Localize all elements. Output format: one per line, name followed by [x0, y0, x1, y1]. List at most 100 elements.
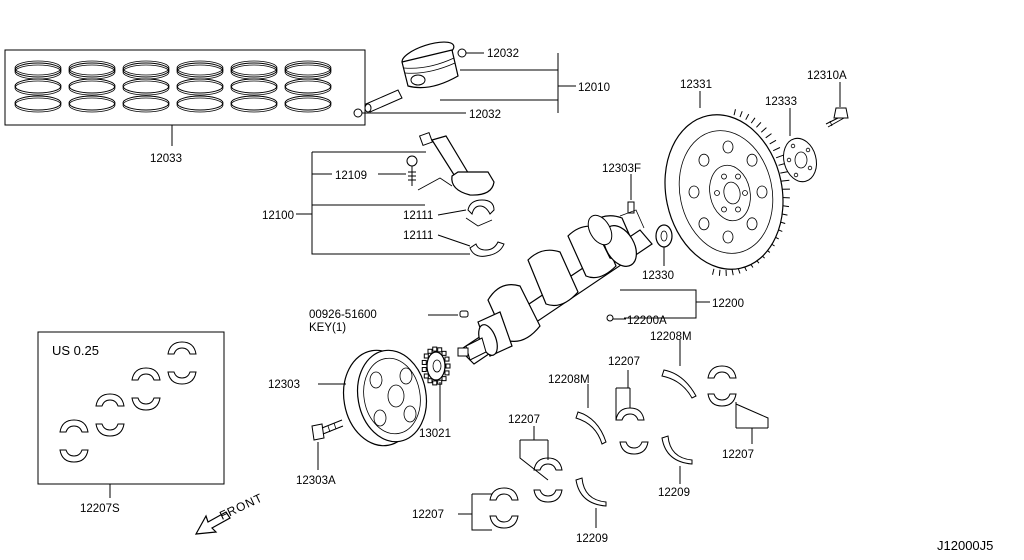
piston-ring	[176, 95, 224, 113]
piston-ring	[176, 78, 224, 96]
undersize-bearing-set[interactable]: US 0.25	[37, 331, 225, 485]
connecting-rod[interactable]	[406, 131, 505, 257]
ring-gear-tooth	[745, 113, 750, 120]
crank-sprocket[interactable]	[421, 346, 451, 386]
flywheel-bolt-hole	[721, 173, 727, 180]
piston-ring	[284, 60, 332, 80]
label-main-bearing-2: 12207	[608, 356, 640, 368]
label-flywheel-plate: 12333	[765, 96, 797, 108]
flywheel[interactable]	[651, 104, 797, 281]
bearing-shell	[167, 371, 197, 385]
flywheel-hole	[746, 153, 758, 167]
label-main-bearing-1: 12207	[508, 414, 540, 426]
ring-gear-tooth	[756, 122, 762, 128]
ring-gear-tooth	[731, 269, 734, 276]
ring-gear-tooth	[718, 269, 721, 276]
bearing-shell	[59, 449, 89, 463]
ring-gear-tooth	[765, 133, 772, 139]
piston-ring	[284, 95, 332, 113]
thrust-washer-4[interactable]	[575, 477, 607, 507]
bearing-shell	[489, 515, 519, 529]
ring-gear-tooth	[739, 111, 743, 118]
thrust-washer-1[interactable]	[575, 411, 607, 445]
label-thrust-washer-1: 12208M	[548, 374, 590, 386]
piston-ring	[14, 95, 62, 113]
sprocket-tooth	[427, 378, 433, 384]
label-connecting-rod-assy: 12100	[262, 210, 294, 222]
piston-assembly[interactable]	[353, 37, 467, 118]
flywheel-hole	[688, 185, 700, 199]
pilot-bearing[interactable]	[655, 224, 673, 248]
flywheel-bolt[interactable]	[825, 107, 849, 128]
ring-gear-tooth	[772, 147, 781, 152]
label-ring-set: 12033	[150, 153, 182, 165]
label-rod-bearing-upper: 12111	[403, 210, 433, 222]
label-crank-sprocket: 13021	[419, 428, 451, 440]
ring-gear-tooth	[781, 179, 790, 182]
diagram-code: J12000J5	[937, 538, 993, 553]
ring-gear-tooth	[750, 117, 756, 124]
label-thrust-washer-2: 12208M	[650, 331, 692, 343]
piston-ring	[68, 95, 116, 113]
thrust-washer-3[interactable]	[661, 435, 693, 465]
label-main-bearing-4: 12207	[722, 449, 754, 461]
label-key-part-no: 00926-51600	[309, 309, 377, 321]
ring-gear-tooth	[769, 139, 777, 145]
piston-ring	[230, 95, 278, 113]
bearing-shell	[59, 419, 89, 433]
flywheel-bolt-hole	[721, 206, 727, 213]
flywheel-hole	[722, 230, 734, 244]
label-bearing-set: 12207S	[80, 503, 120, 515]
crankshaft-pulley[interactable]	[336, 344, 433, 451]
label-crankshaft-plug: 12200A	[627, 315, 667, 327]
pulley-bolt[interactable]	[311, 419, 344, 441]
thrust-washer-2[interactable]	[661, 369, 697, 399]
front-indicator: FRONT	[217, 490, 265, 522]
bearing-shell	[707, 393, 737, 407]
flywheel-plate[interactable]	[779, 135, 821, 186]
piston-ring	[122, 60, 170, 80]
piston-ring	[176, 60, 224, 80]
sprocket-tooth	[427, 348, 433, 354]
crankshaft-key[interactable]	[459, 310, 469, 318]
sprocket-tooth	[421, 367, 427, 373]
bearing-shell	[131, 367, 161, 381]
bearing-shell	[95, 393, 125, 407]
crankshaft[interactable]	[457, 211, 653, 365]
label-piston-pin-clip-bottom: 12032	[469, 109, 501, 121]
label-main-bearing-3: 12207	[412, 509, 444, 521]
sprocket-tooth	[421, 359, 427, 365]
undersize-note: US 0.25	[52, 343, 99, 358]
flywheel-hole	[698, 217, 710, 231]
sprocket-tooth	[444, 356, 450, 362]
flywheel-bolt-hole	[742, 190, 748, 196]
bearing-shell	[615, 407, 645, 421]
label-key-name: KEY(1)	[309, 322, 346, 334]
bearing-shell	[619, 441, 649, 455]
sprocket-tooth	[432, 346, 438, 352]
label-pilot-bushing-pin: 12303F	[602, 163, 641, 175]
sprocket-tooth	[437, 347, 443, 353]
piston-ring	[122, 78, 170, 96]
ring-gear-tooth	[733, 109, 736, 116]
bearing-shell	[167, 341, 197, 355]
label-crankshaft-assy: 12200	[712, 298, 744, 310]
label-rod-bolt: 12109	[335, 170, 367, 182]
sprocket-tooth	[445, 363, 451, 369]
piston-ring	[14, 78, 62, 96]
piston-ring-set[interactable]	[4, 49, 366, 126]
bearing-shell	[131, 397, 161, 411]
piston-ring	[68, 78, 116, 96]
flywheel-bolt-hole	[714, 190, 720, 196]
pilot-bushing-pin[interactable]	[619, 201, 645, 229]
bearing-shell	[95, 423, 125, 437]
ring-gear-tooth	[775, 154, 784, 159]
bearing-shell	[533, 457, 563, 471]
bearing-shell	[533, 489, 563, 503]
label-flywheel-bolt: 12310A	[807, 70, 847, 82]
label-piston-assy: 12010	[578, 82, 610, 94]
sprocket-tooth	[423, 373, 429, 379]
flywheel-hole	[746, 217, 758, 231]
flywheel-hole	[698, 153, 710, 167]
